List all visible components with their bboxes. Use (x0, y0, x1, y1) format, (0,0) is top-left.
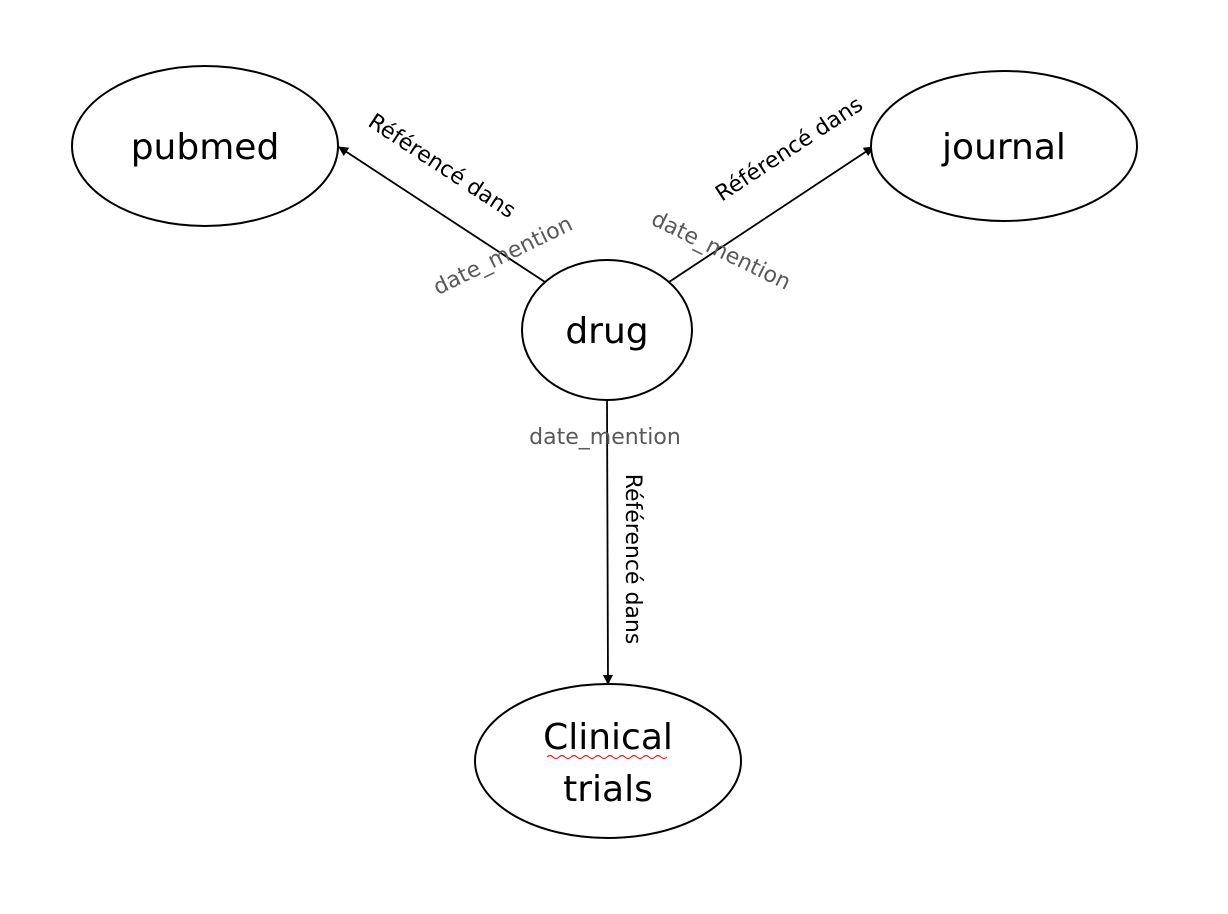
edge-line-drug-journal (668, 146, 874, 283)
node-clinical-trials-label-line2: trials (563, 769, 653, 810)
node-pubmed[interactable]: pubmed (71, 65, 339, 227)
edge-drug-to-clinical-trials: Référencé dans date_mention (529, 397, 681, 685)
node-journal[interactable]: journal (870, 70, 1138, 222)
node-drug-label: drug (565, 311, 648, 352)
edge-relation-label-journal: Référencé dans (711, 92, 867, 207)
node-clinical-trials-label-line1: Clinical (543, 717, 673, 758)
edge-line-drug-pubmed (338, 146, 546, 283)
node-drug[interactable]: drug (521, 259, 693, 401)
node-clinical-trials-shape (474, 683, 742, 839)
edge-relation-label-pubmed: Référencé dans (363, 109, 519, 224)
edge-relation-label-clinical-trials: Référencé dans (620, 474, 645, 645)
node-drug-shape (521, 259, 693, 401)
spellcheck-underline (546, 754, 668, 760)
node-pubmed-label: pubmed (131, 127, 280, 168)
node-journal-shape (870, 70, 1138, 222)
node-pubmed-shape (71, 65, 339, 227)
edge-line-drug-clinical-trials (602, 397, 613, 685)
edge-drug-to-pubmed: Référencé dans date_mention (338, 109, 577, 301)
node-journal-label: journal (941, 127, 1066, 168)
edge-attribute-label-clinical-trials: date_mention (529, 425, 681, 450)
edge-drug-to-journal: Référencé dans date_mention (647, 92, 874, 296)
node-clinical-trials[interactable]: Clinical trials (474, 683, 742, 839)
